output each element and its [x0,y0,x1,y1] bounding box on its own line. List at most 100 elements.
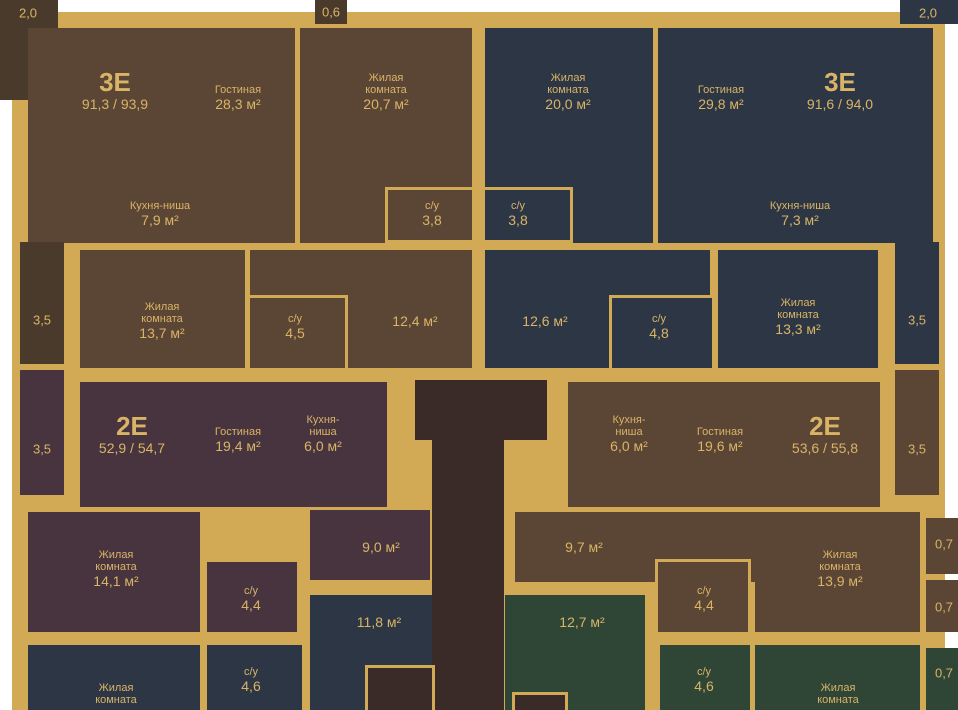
room-area: 29,8 м² [698,96,744,112]
room-bedroom-13-9[interactable] [755,512,920,632]
room-label: комната [95,561,137,573]
room-label: Кухня- [306,414,340,426]
room-label: комната [365,84,407,96]
unit-name: 2E [116,411,148,441]
room-bedroom-lower-left[interactable] [28,645,200,710]
room-bedroom-13-7[interactable] [80,250,245,368]
room-label: Жилая [98,549,134,561]
room-label: с/у [510,200,526,212]
balcony-left-1[interactable] [20,242,64,364]
room-wc-3-8-right[interactable] [482,187,573,243]
room-area: 20,7 м² [363,96,409,112]
room-wc-4-4-left[interactable] [207,562,297,632]
room-living-3e-left[interactable] [28,28,295,243]
room-area: 19,6 м² [697,438,743,454]
balcony-area: 2,0 [18,5,38,21]
balcony-area: 3,5 [32,441,52,457]
unit-name: 3E [824,67,856,97]
room-wc-3-8-left[interactable] [385,187,475,243]
room-label: ниша [615,426,643,438]
room-area: 4,4 [694,597,714,613]
room-label: Жилая [144,301,180,313]
room-area: 3,8 [422,212,442,228]
room-area: 20,0 м² [545,96,591,112]
corridor[interactable] [415,380,547,440]
room-area: 7,9 м² [141,212,179,228]
balcony-left-2[interactable] [20,370,64,495]
balcony-area: 3,5 [32,312,52,328]
unit-name: 3E [99,67,131,97]
shaft [512,692,568,710]
unit-area: 53,6 / 55,8 [791,440,859,456]
room-area: 7,3 м² [781,212,819,228]
room-area: 4,8 [649,325,669,341]
room-hall-12-7[interactable] [505,595,645,710]
balcony-top-right[interactable] [900,0,958,24]
room-hall-9-0[interactable] [310,510,430,580]
room-area: 13,3 м² [775,321,821,337]
room-label: Гостиная [697,84,745,96]
room-label: Жилая [98,682,134,694]
room-wc-4-8[interactable] [609,295,715,371]
unit-name: 2E [809,411,841,441]
balcony-east-2[interactable] [926,580,958,632]
room-area: 13,9 м² [817,573,863,589]
room-area: 4,5 [285,325,305,341]
room-area: 12,6 м² [522,313,568,329]
room-wc-4-5[interactable] [247,295,348,371]
room-label: с/у [287,313,303,325]
room-label: комната [95,694,137,706]
unit-area: 91,3 / 93,9 [81,96,149,112]
balcony-area: 0,7 [934,599,954,615]
balcony-area: 0,7 [934,665,954,681]
room-label: с/у [243,666,259,678]
room-area: 12,4 м² [392,313,438,329]
room-label: Кухня-ниша [769,200,831,212]
room-area: 3,8 [508,212,528,228]
room-bedroom-13-3[interactable] [718,250,878,368]
room-living-2e-left[interactable] [80,382,387,507]
room-area: 4,6 [241,678,261,694]
corridor[interactable] [432,440,504,710]
shaft [365,665,435,710]
room-living-3e-right[interactable] [658,28,933,243]
room-living-2e-right[interactable] [568,382,880,507]
room-label: с/у [243,585,259,597]
room-area: 6,0 м² [304,438,342,454]
room-area: 9,7 м² [565,539,603,555]
room-area: 12,7 м² [559,614,605,630]
room-label: Жилая [820,682,856,694]
unit-area: 52,9 / 54,7 [98,440,166,456]
room-label: с/у [651,313,667,325]
unit-area: 91,6 / 94,0 [806,96,874,112]
room-label: Жилая [550,72,586,84]
room-label: комната [777,309,819,321]
room-label: с/у [696,666,712,678]
balcony-area: 2,0 [918,5,938,21]
room-label: с/у [696,585,712,597]
room-area: 11,8 м² [356,614,402,630]
room-area: 4,4 [241,597,261,613]
room-label: комната [141,313,183,325]
room-label: комната [819,561,861,573]
balcony-east-1[interactable] [926,518,958,574]
room-area: 14,1 м² [93,573,139,589]
room-area: 4,6 [694,678,714,694]
room-label: Жилая [368,72,404,84]
room-wc-4-4-right[interactable] [655,559,751,635]
room-wc-4-6-right[interactable] [660,645,750,710]
balcony-top-middle[interactable] [315,0,347,24]
balcony-right-2[interactable] [895,370,939,495]
room-bedroom-14-1[interactable] [28,512,200,632]
room-label: комната [817,694,859,706]
room-label: ниша [309,426,337,438]
balcony-east-3[interactable] [926,648,958,710]
room-wc-4-6-left[interactable] [207,645,302,710]
room-area: 9,0 м² [362,539,400,555]
room-bedroom-lower-right[interactable] [755,645,920,710]
room-area: 13,7 м² [139,325,185,341]
balcony-right-1[interactable] [895,242,939,364]
